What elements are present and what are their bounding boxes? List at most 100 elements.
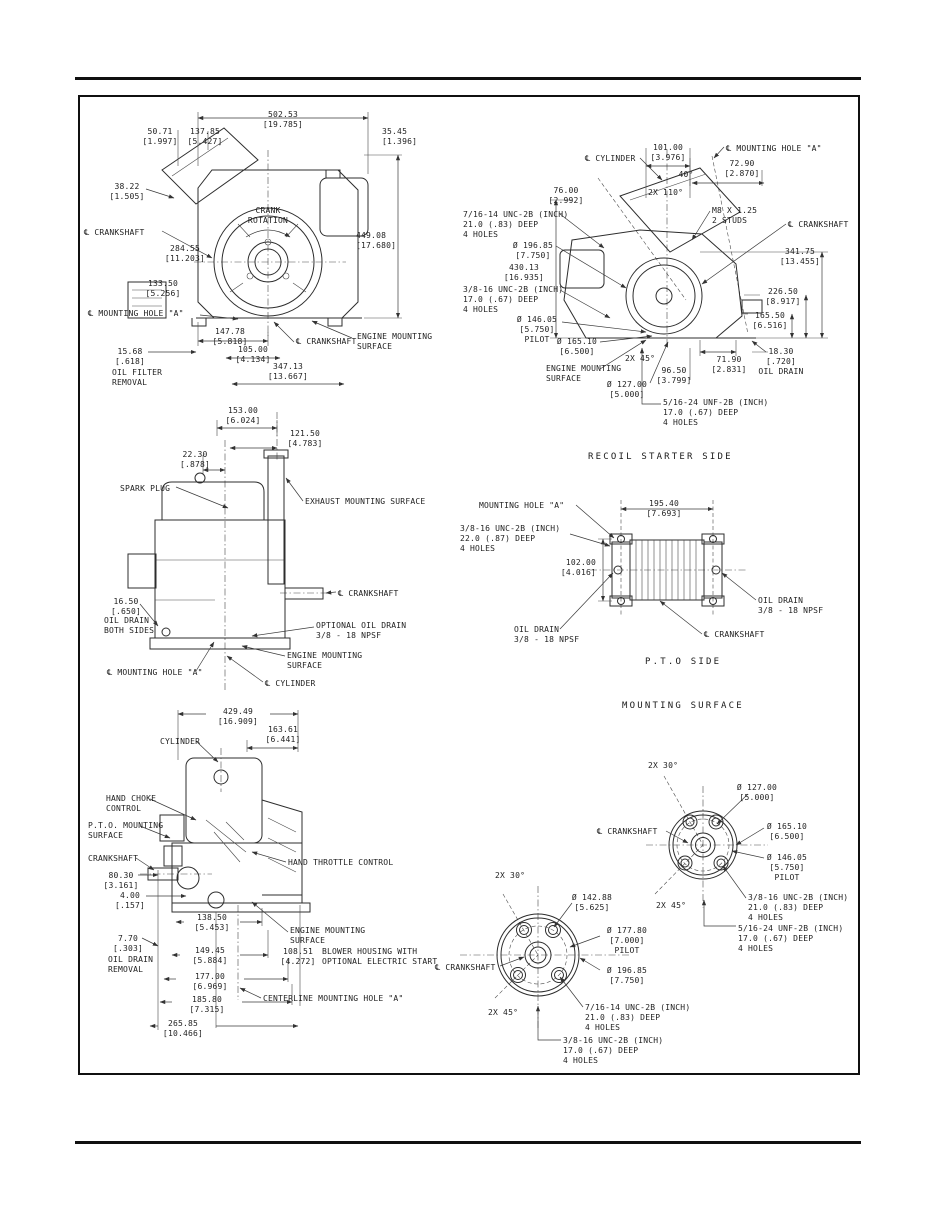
callout-engine-mounting-surface: ENGINE MOUNTING SURFACE <box>287 651 363 670</box>
callout-oil-drain: OIL DRAIN BOTH SIDES <box>104 616 155 635</box>
dim-label: 96.50 [3.799] <box>656 366 692 385</box>
dim-label: 105.00 [4.134] <box>235 345 271 364</box>
dim-label: 4.00 [.157] <box>114 891 146 910</box>
dim-label: 502.53 [19.785] <box>262 110 304 129</box>
dim-label: 153.00 [6.024] <box>225 406 261 425</box>
dim-label: 22.30 [.878] <box>179 450 211 469</box>
angle-label: 2X 45° <box>488 1008 519 1017</box>
top-rule <box>75 77 861 80</box>
dim-label: 265.85 [10.466] <box>162 1019 204 1038</box>
dim-label: 18.30 [.720] OIL DRAIN <box>758 347 804 376</box>
dim-label: 185.80 [7.315] <box>189 995 225 1014</box>
caption-pto-side: P.T.O SIDE <box>645 657 722 667</box>
dim-label: 347.13 [13.667] <box>267 362 309 381</box>
dim-label: 341.75 [13.455] <box>779 247 821 266</box>
dim-label: 165.50 [6.516] <box>752 311 788 330</box>
recoil-view-drawing <box>550 146 828 405</box>
callout-oil-drain: OIL DRAIN 3/8 - 18 NPSF <box>514 625 580 644</box>
callout-engine-mounting-surface: ENGINE MOUNTING SURFACE <box>546 364 622 383</box>
dim-label: 284.55 [11.203] <box>164 244 206 263</box>
dim-label: 133.50 [5.256] <box>145 279 181 298</box>
dim-label: Ø 165.10 [6.500] <box>556 337 598 356</box>
bottom-rule <box>75 1141 861 1144</box>
dim-label: 76.00 [2.992] <box>548 186 584 205</box>
callout-mounting-hole-a: ℄ MOUNTING HOLE "A" <box>88 309 184 318</box>
callout-crankshaft: ℄ CRANKSHAFT <box>435 963 496 972</box>
dim-label: 147.78 [5.818] <box>212 327 248 346</box>
dim-label: Ø 146.05 [5.750] PILOT <box>766 853 808 882</box>
callout-crankshaft: ℄ CRANKSHAFT <box>704 630 765 639</box>
thread-note: 7/16-14 UNC-2B (INCH) 21.0 (.83) DEEP 4 … <box>585 1003 691 1032</box>
side2-view-drawing <box>135 710 311 1030</box>
bolt-circle-a-drawing <box>646 775 768 927</box>
caption-mounting-surface: MOUNTING SURFACE <box>622 701 744 711</box>
angle-label: 2X 30° <box>648 761 679 770</box>
callout-engine-mounting-surface: ENGINE MOUNTING SURFACE <box>290 926 366 945</box>
callout-crankshaft: CRANKSHAFT <box>88 854 139 863</box>
blower-housing-note: BLOWER HOUSING WITH OPTIONAL ELECTRIC ST… <box>322 947 438 966</box>
dim-label: 449.08 [17.680] <box>356 231 397 250</box>
callout-crankshaft: ℄ CRANKSHAFT <box>788 220 849 229</box>
dim-label: 177.00 [6.969] <box>192 972 228 991</box>
callout-pto-mounting-surface: P.T.O. MOUNTING SURFACE <box>88 821 164 840</box>
thread-note: 3/8-16 UNC-2B (INCH) 17.0 (.67) DEEP 4 H… <box>463 285 564 314</box>
dim-label: Ø 165.10 [6.500] <box>766 822 808 841</box>
callout-mounting-hole-a: ℄ MOUNTING HOLE "A" <box>726 144 822 153</box>
thread-note: 5/16-24 UNF-2B (INCH) 17.0 (.67) DEEP 4 … <box>738 924 844 953</box>
callout-cylinder: CYLINDER <box>160 737 201 746</box>
thread-note: 5/16-24 UNF-2B (INCH) 17.0 (.67) DEEP 4 … <box>663 398 769 427</box>
callout-mounting-hole-a: MOUNTING HOLE "A" <box>479 501 565 510</box>
callout-oil-drain: OIL DRAIN 3/8 - 18 NPSF <box>758 596 824 615</box>
crank-rotation-note: CRANK ROTATION <box>247 206 289 225</box>
caption-recoil-starter-side: RECOIL STARTER SIDE <box>588 452 733 462</box>
callout-exhaust-mounting-surface: EXHAUST MOUNTING SURFACE <box>305 497 426 506</box>
dim-label: 149.45 [5.884] <box>192 946 228 965</box>
callout-cylinder: ℄ CYLINDER <box>265 679 316 688</box>
angle-label: 2X 110° <box>648 188 684 197</box>
dim-label: 72.90 [2.870] <box>724 159 760 178</box>
angle-label: 2X 45° <box>625 354 656 363</box>
dim-label: 7.70 [.303] <box>112 934 144 953</box>
callout-cylinder: ℄ CYLINDER <box>585 154 636 163</box>
dim-label: 35.45 [1.396] <box>382 127 418 146</box>
thread-note: 3/8-16 UNC-2B (INCH) 21.0 (.83) DEEP 4 H… <box>748 893 849 922</box>
dim-label: 163.61 [6.441] <box>265 725 301 744</box>
dim-label: Ø 142.88 [5.625] <box>571 893 613 912</box>
callout-crankshaft: ℄ CRANKSHAFT <box>84 228 145 237</box>
stud-note: M8 X 1.25 2 STUDS <box>712 206 758 225</box>
bolt-circle-b-drawing <box>460 886 630 1041</box>
dim-label: 429.49 [16.909] <box>217 707 259 726</box>
thread-note: 3/8-16 UNC-2B (INCH) 22.0 (.87) DEEP 4 H… <box>460 524 561 553</box>
dim-label: 226.50 [8.917] <box>765 287 801 306</box>
dim-label: 102.00 [4.016] <box>560 558 596 577</box>
callout-oil-drain-removal: OIL DRAIN REMOVAL <box>108 955 154 974</box>
dim-label: 15.68 [.618] <box>114 347 146 366</box>
dim-label: 121.50 [4.783] <box>287 429 323 448</box>
callout-mounting-hole-a: ℄ MOUNTING HOLE "A" <box>107 668 203 677</box>
front-view-drawing <box>127 112 402 387</box>
angle-label: 2X 30° <box>495 871 526 880</box>
dim-label: 16.50 [.650] <box>110 597 142 616</box>
callout-oil-filter-removal: OIL FILTER REMOVAL <box>112 368 163 387</box>
angle-label: 2X 45° <box>656 901 687 910</box>
callout-hand-throttle: HAND THROTTLE CONTROL <box>288 858 394 867</box>
callout-engine-mounting-surface: ENGINE MOUNTING SURFACE <box>357 332 433 351</box>
callout-crankshaft: ℄ CRANKSHAFT <box>338 589 399 598</box>
dim-label: Ø 127.00 [5.000] <box>606 380 648 399</box>
dim-label: 138.50 [5.453] <box>194 913 230 932</box>
dim-label: Ø 196.85 [7.750] <box>512 241 554 260</box>
dim-label: 80.30 [3.161] <box>103 871 139 890</box>
dim-label: 137.85 [5.427] <box>187 127 223 146</box>
dim-label: 38.22 [1.505] <box>109 182 145 201</box>
dim-label: Ø 146.05 [5.750] PILOT <box>516 315 558 344</box>
dim-label: 50.71 [1.997] <box>142 127 178 146</box>
pto-view-drawing <box>559 500 757 635</box>
callout-optional-oil-drain: OPTIONAL OIL DRAIN 3/8 - 18 NPSF <box>316 621 407 640</box>
side-view-drawing <box>127 412 337 692</box>
thread-note: 7/16-14 UNC-2B (INCH) 21.0 (.83) DEEP 4 … <box>463 210 569 239</box>
angle-label: 40° <box>678 170 694 179</box>
callout-crankshaft: ℄ CRANKSHAFT <box>296 337 357 346</box>
dim-label: 108.51 [4.272] <box>280 947 316 966</box>
callout-hand-choke: HAND CHOKE CONTROL <box>106 794 157 813</box>
